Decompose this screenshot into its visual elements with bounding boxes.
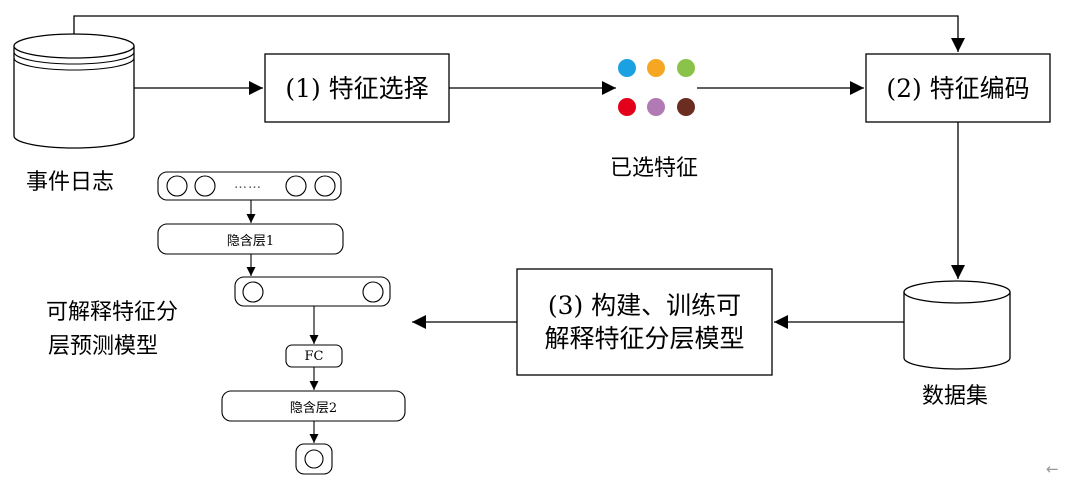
feature-dot	[677, 59, 695, 77]
arrow-log-to-encoding	[73, 15, 965, 52]
neuron-icon	[314, 175, 336, 197]
input-ellipsis: ……	[234, 177, 262, 192]
feature-selection-box	[264, 53, 450, 123]
neuron-icon	[242, 281, 264, 303]
feature-dot	[618, 59, 636, 77]
model-name-line1: 可解释特征分	[46, 300, 179, 325]
build-train-model-label: (3) 构建、训练可 解释特征分层模型	[517, 269, 772, 375]
neuron-icon	[166, 175, 188, 197]
intermediate-layer	[234, 276, 391, 307]
selected-features-label: 已选特征	[610, 156, 699, 181]
neuron-icon	[285, 175, 307, 197]
back-arrow-icon[interactable]: ←	[1046, 460, 1059, 478]
hidden-layer-1-label: 隐含层1	[226, 233, 275, 249]
fc-label: FC	[304, 348, 324, 364]
hidden-layer-2-label: 隐含层2	[289, 400, 338, 416]
selected-features-dots	[618, 59, 695, 116]
neuron-icon	[304, 449, 324, 469]
model-name-line2: 层预测模型	[48, 334, 159, 359]
feature-dot	[677, 98, 695, 116]
flow-arrows	[73, 15, 965, 329]
event-log-database-icon	[13, 33, 135, 149]
dataset-database-icon	[903, 280, 1011, 370]
build-train-model-box	[516, 268, 773, 376]
nn-model-diagram	[157, 171, 406, 475]
model-name-label: 可解释特征分 层预测模型	[46, 296, 178, 364]
feature-dot	[618, 98, 636, 116]
feature-dot	[647, 98, 665, 116]
event-log-label: 事件日志	[26, 170, 115, 195]
dataset-label: 数据集	[922, 384, 989, 409]
build-train-model-line1: (3) 构建、训练可	[547, 291, 742, 320]
feature-dot	[647, 59, 665, 77]
feature-encoding-label: (2) 特征编码	[886, 73, 1030, 103]
build-train-model-line2: 解释特征分层模型	[544, 324, 745, 353]
feature-selection-label: (1) 特征选择	[285, 73, 429, 103]
neuron-icon	[194, 175, 216, 197]
neuron-icon	[362, 281, 384, 303]
